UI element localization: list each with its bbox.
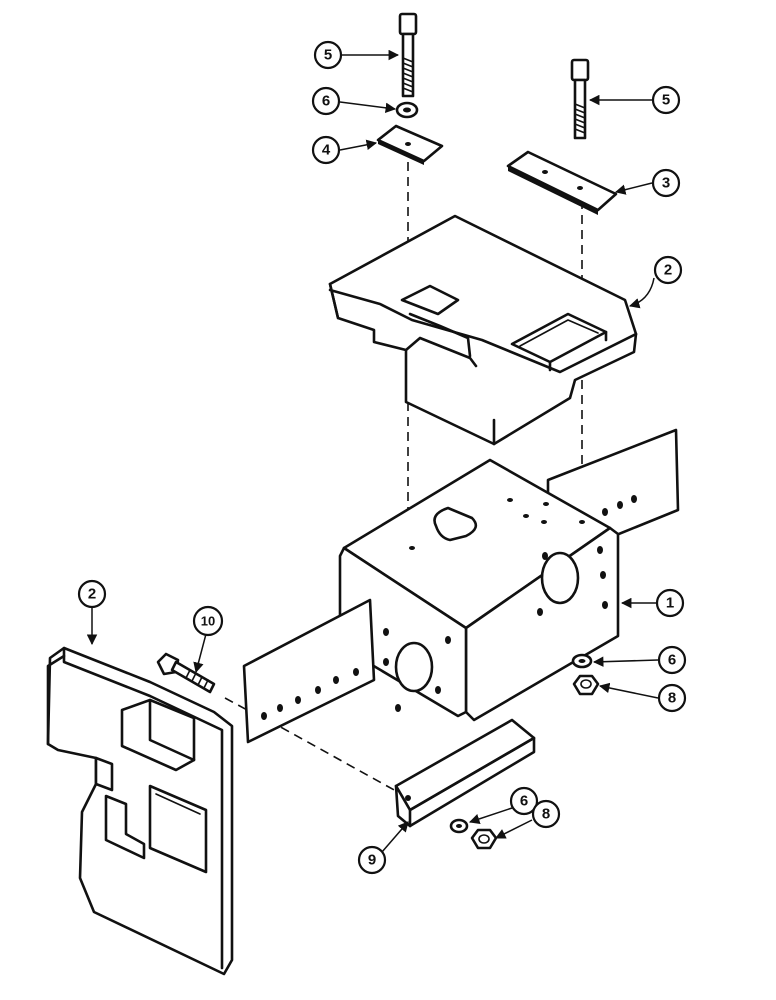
svg-text:2: 2 xyxy=(664,262,672,279)
main-bracket xyxy=(242,428,680,744)
svg-text:9: 9 xyxy=(368,852,376,869)
nut-lower xyxy=(470,828,498,850)
angle-bracket xyxy=(394,718,536,828)
svg-text:6: 6 xyxy=(668,652,676,669)
svg-text:5: 5 xyxy=(324,47,332,64)
nut-right xyxy=(572,674,600,696)
callout-6-top: 6 xyxy=(311,86,341,116)
lock-washer-right xyxy=(571,653,593,669)
callout-6-right: 6 xyxy=(657,645,687,675)
callout-10: 10 xyxy=(192,605,224,637)
svg-text:6: 6 xyxy=(322,93,330,110)
callout-3: 3 xyxy=(651,168,681,198)
side-bolt xyxy=(156,652,216,694)
svg-text:3: 3 xyxy=(662,175,670,192)
callout-1: 1 xyxy=(655,588,685,618)
bolt-top-left xyxy=(398,12,418,98)
svg-text:8: 8 xyxy=(542,806,550,823)
svg-text:2: 2 xyxy=(88,586,96,603)
bolt-top-right xyxy=(570,58,590,140)
upper-weight xyxy=(328,214,638,446)
svg-text:10: 10 xyxy=(201,614,215,629)
small-plate xyxy=(376,124,444,165)
callout-9: 9 xyxy=(357,845,387,875)
svg-text:5: 5 xyxy=(662,92,670,109)
callout-5-top: 5 xyxy=(313,40,343,70)
callout-leaders xyxy=(86,49,659,853)
callout-2-side: 2 xyxy=(77,579,107,609)
svg-text:1: 1 xyxy=(666,595,674,612)
side-weight xyxy=(46,646,234,976)
callout-4: 4 xyxy=(311,135,341,165)
svg-text:6: 6 xyxy=(520,793,528,810)
svg-text:4: 4 xyxy=(322,142,331,159)
callout-5-right: 5 xyxy=(651,85,681,115)
callout-2-upper: 2 xyxy=(653,255,683,285)
lock-washer-lower xyxy=(449,818,469,834)
callout-6-lower: 6 xyxy=(509,786,539,816)
callout-8-right: 8 xyxy=(657,683,687,713)
long-plate xyxy=(506,150,618,215)
svg-text:8: 8 xyxy=(668,690,676,707)
callout-8-lower: 8 xyxy=(531,799,561,829)
lock-washer-top xyxy=(395,101,419,119)
